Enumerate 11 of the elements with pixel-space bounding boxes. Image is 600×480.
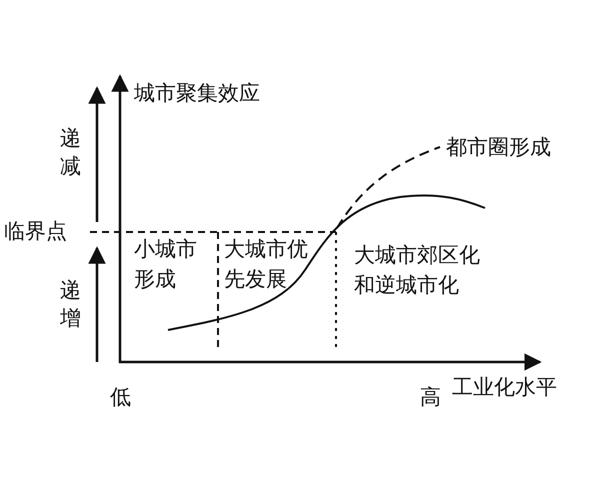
threshold-label: 临界点 [4,218,68,245]
axis-label: 低 [110,384,132,411]
stage-label: 小城市形成 [134,236,198,293]
stage-label: 大城市郊区化和逆城市化 [354,242,481,299]
trend-label: 递减 [60,125,82,180]
axis-label: 高 [420,384,442,411]
stage-label: 大城市优先发展 [224,236,309,293]
axis-label: 工业化水平 [452,374,558,401]
curve-label: 都市圈形成 [446,134,552,161]
axis-label: 城市聚集效应 [134,80,261,107]
trend-label: 递增 [60,277,82,332]
